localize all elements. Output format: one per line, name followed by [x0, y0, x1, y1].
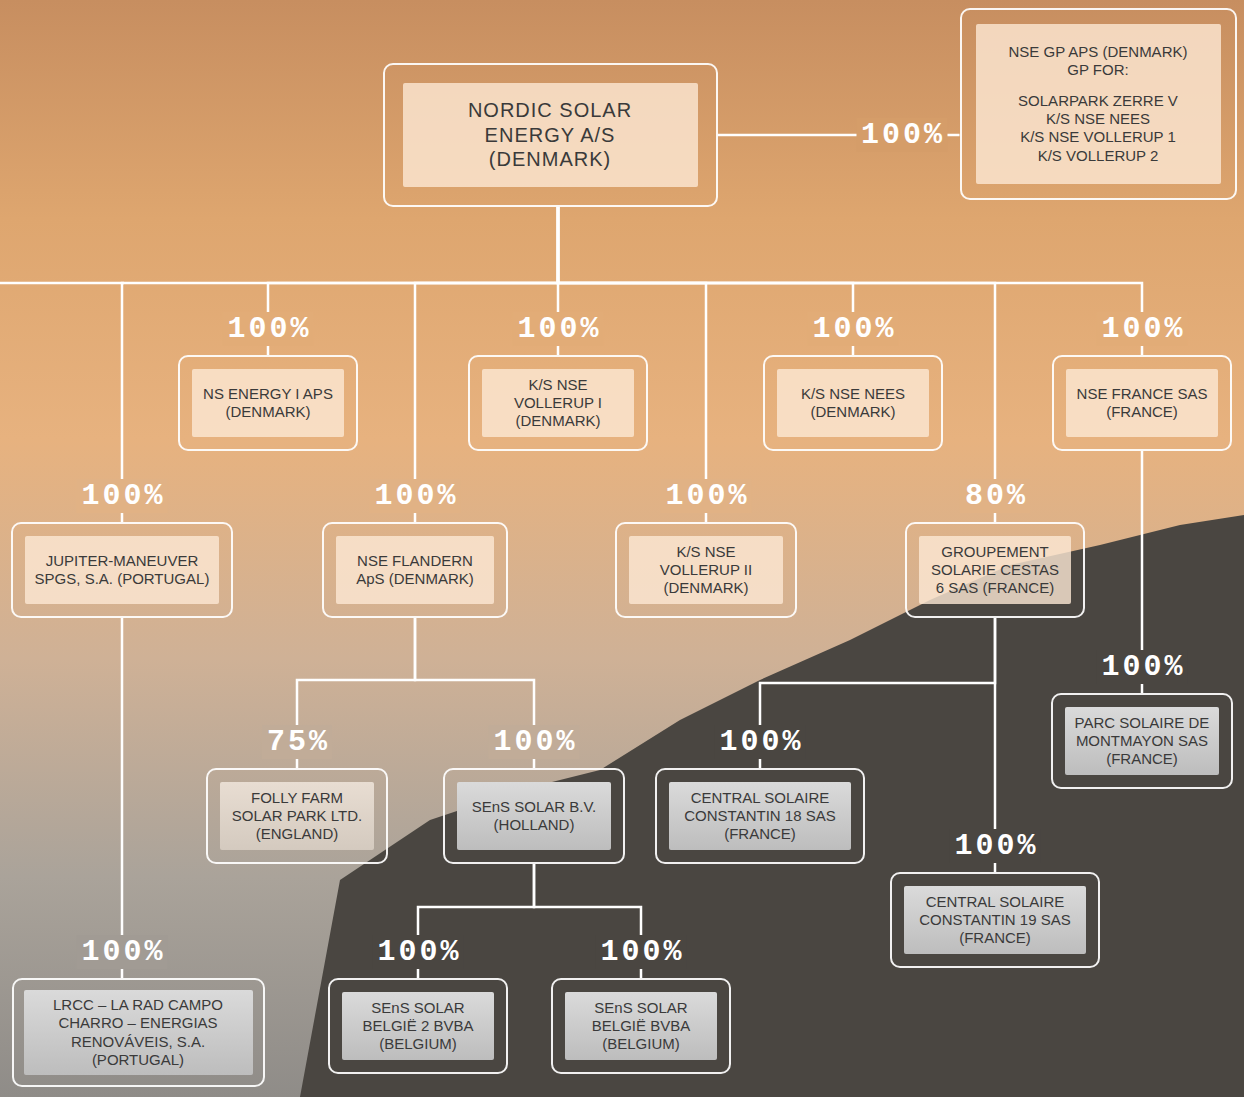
- company-list-item: K/S VOLLERUP 2: [1038, 147, 1159, 165]
- box-fill: SEnS SOLAR BELGIË 2 BVBA (BELGIUM): [342, 992, 494, 1060]
- company-name: CENTRAL SOLAIRE CONSTANTIN 18 SAS (FRANC…: [675, 789, 845, 844]
- ownership-percent: 100%: [512, 312, 603, 346]
- company-name: SEnS SOLAR BELGIË BVBA (BELGIUM): [571, 999, 711, 1054]
- box-fill: NORDIC SOLAR ENERGY A/S (DENMARK): [403, 83, 698, 187]
- box-fill: CENTRAL SOLAIRE CONSTANTIN 18 SAS (FRANC…: [669, 782, 851, 850]
- ownership-percent: 100%: [595, 935, 686, 969]
- ownership-percent: 100%: [660, 479, 751, 513]
- company-name: K/S NSE NEES (DENMARK): [783, 385, 923, 422]
- company-name: FOLLY FARM SOLAR PARK LTD. (ENGLAND): [226, 789, 368, 844]
- company-box: NSE FLANDERN ApS (DENMARK): [322, 522, 508, 618]
- mountain-silhouette: [300, 515, 1244, 1097]
- company-box: JUPITER-MANEUVER SPGS, S.A. (PORTUGAL): [11, 522, 233, 618]
- box-fill: NSE FLANDERN ApS (DENMARK): [336, 536, 494, 604]
- company-list-item: SOLARPARK ZERRE V: [1018, 92, 1178, 110]
- box-fill: PARC SOLAIRE DE MONTMAYON SAS (FRANCE): [1065, 707, 1219, 775]
- company-list-item: K/S NSE NEES: [1046, 110, 1150, 128]
- ownership-percent: 100%: [807, 312, 898, 346]
- company-name: GROUPEMENT SOLARIE CESTAS 6 SAS (FRANCE): [925, 543, 1065, 598]
- company-box: LRCC – LA RAD CAMPO CHARRO – ENERGIAS RE…: [12, 978, 265, 1087]
- company-box: PARC SOLAIRE DE MONTMAYON SAS (FRANCE): [1051, 693, 1233, 789]
- company-name: NSE FRANCE SAS (FRANCE): [1072, 385, 1212, 422]
- company-list-item: K/S NSE VOLLERUP 1: [1020, 128, 1176, 146]
- company-box: FOLLY FARM SOLAR PARK LTD. (ENGLAND): [206, 768, 388, 864]
- company-name: SEnS SOLAR B.V. (HOLLAND): [463, 798, 605, 835]
- ownership-percent: 100%: [76, 935, 167, 969]
- box-fill: SEnS SOLAR B.V. (HOLLAND): [457, 782, 611, 850]
- company-box: NORDIC SOLAR ENERGY A/S (DENMARK): [383, 63, 718, 207]
- company-box: SEnS SOLAR BELGIË BVBA (BELGIUM): [551, 978, 731, 1074]
- ownership-percent: 80%: [960, 479, 1030, 513]
- ownership-percent: 100%: [949, 829, 1040, 863]
- ownership-percent: 100%: [372, 935, 463, 969]
- ownership-percent: 75%: [262, 725, 332, 759]
- company-box: SEnS SOLAR B.V. (HOLLAND): [443, 768, 625, 864]
- company-box: SEnS SOLAR BELGIË 2 BVBA (BELGIUM): [328, 978, 508, 1074]
- company-name: LRCC – LA RAD CAMPO CHARRO – ENERGIAS RE…: [30, 996, 247, 1069]
- box-fill: NSE GP APS (DENMARK) GP FOR: SOLARPARK ZE…: [976, 24, 1221, 184]
- company-name: NORDIC SOLAR ENERGY A/S (DENMARK): [448, 98, 653, 171]
- ownership-percent: 100%: [714, 725, 805, 759]
- ownership-line: [558, 207, 1142, 355]
- box-fill: NS ENERGY I APS (DENMARK): [192, 369, 344, 437]
- company-box: K/S NSE NEES (DENMARK): [763, 355, 943, 451]
- company-name: NS ENERGY I APS (DENMARK): [198, 385, 338, 422]
- ownership-percent: 100%: [1096, 312, 1187, 346]
- ownership-line: [121, 618, 124, 978]
- box-fill: K/S NSE VOLLERUP I (DENMARK): [482, 369, 634, 437]
- ownership-percent: 100%: [1096, 650, 1187, 684]
- box-fill: K/S NSE NEES (DENMARK): [777, 369, 929, 437]
- company-box: K/S NSE VOLLERUP I (DENMARK): [468, 355, 648, 451]
- company-name: PARC SOLAIRE DE MONTMAYON SAS (FRANCE): [1071, 714, 1213, 769]
- company-box: K/S NSE VOLLERUP II (DENMARK): [615, 522, 797, 618]
- company-name: NSE GP APS (DENMARK) GP FOR:: [1006, 43, 1191, 80]
- company-box: GROUPEMENT SOLARIE CESTAS 6 SAS (FRANCE): [905, 522, 1085, 618]
- ownership-line: [558, 207, 706, 522]
- ownership-percent: 100%: [222, 312, 313, 346]
- bus-line-extension: [0, 282, 124, 285]
- company-name: K/S NSE VOLLERUP I (DENMARK): [488, 376, 628, 431]
- box-fill: LRCC – LA RAD CAMPO CHARRO – ENERGIAS RE…: [24, 990, 253, 1075]
- box-fill: SEnS SOLAR BELGIË BVBA (BELGIUM): [565, 992, 717, 1060]
- box-fill: CENTRAL SOLAIRE CONSTANTIN 19 SAS (FRANC…: [904, 886, 1086, 954]
- company-box: NS ENERGY I APS (DENMARK): [178, 355, 358, 451]
- ownership-percent: 100%: [488, 725, 579, 759]
- ownership-line: [415, 207, 558, 522]
- company-box: CENTRAL SOLAIRE CONSTANTIN 18 SAS (FRANC…: [655, 768, 865, 864]
- ownership-line: [558, 207, 995, 522]
- ownership-percent: 100%: [76, 479, 167, 513]
- box-fill: JUPITER-MANEUVER SPGS, S.A. (PORTUGAL): [25, 536, 219, 604]
- box-fill: K/S NSE VOLLERUP II (DENMARK): [629, 536, 783, 604]
- ownership-percent: 100%: [856, 118, 947, 152]
- ownership-percent: 100%: [369, 479, 460, 513]
- company-name: CENTRAL SOLAIRE CONSTANTIN 19 SAS (FRANC…: [910, 893, 1080, 948]
- box-fill: FOLLY FARM SOLAR PARK LTD. (ENGLAND): [220, 782, 374, 850]
- ownership-line: [122, 207, 558, 522]
- company-box: NSE FRANCE SAS (FRANCE): [1052, 355, 1232, 451]
- company-box: CENTRAL SOLAIRE CONSTANTIN 19 SAS (FRANC…: [890, 872, 1100, 968]
- box-fill: NSE FRANCE SAS (FRANCE): [1066, 369, 1218, 437]
- company-name: JUPITER-MANEUVER SPGS, S.A. (PORTUGAL): [31, 552, 213, 589]
- box-fill: GROUPEMENT SOLARIE CESTAS 6 SAS (FRANCE): [919, 536, 1071, 604]
- company-name: NSE FLANDERN ApS (DENMARK): [342, 552, 488, 589]
- company-name: SEnS SOLAR BELGIË 2 BVBA (BELGIUM): [348, 999, 488, 1054]
- company-name: K/S NSE VOLLERUP II (DENMARK): [635, 543, 777, 598]
- company-box: NSE GP APS (DENMARK) GP FOR: SOLARPARK ZE…: [960, 8, 1237, 200]
